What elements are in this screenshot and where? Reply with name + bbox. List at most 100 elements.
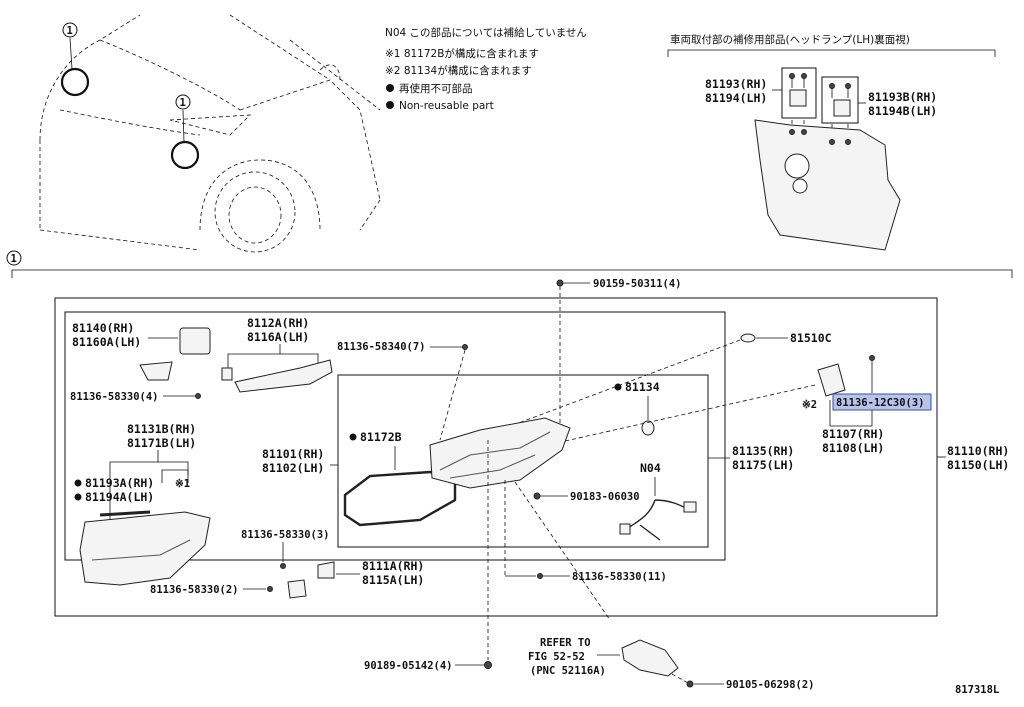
- label-8115a: 8115A(LH): [362, 573, 424, 587]
- part-81134-icon: [641, 420, 655, 436]
- bracket-81193b-icon: [829, 83, 851, 117]
- vehicle-sketch: [39, 14, 381, 253]
- label-81108: 81108(LH): [822, 441, 884, 455]
- part-81110-lens: [429, 417, 571, 489]
- part-n04-harness: [624, 499, 691, 541]
- callout-marker-icon: [175, 94, 191, 110]
- note-kome1: ※1 81172Bが構成に含まれます: [385, 47, 539, 60]
- note-nonreuse-jp: 再使用不可部品: [399, 82, 473, 95]
- inset-title: 車両取付部の補修用部品(ヘッドランプ(LH)裏面視): [670, 33, 910, 46]
- label-90159: 90159-50311(4): [593, 278, 682, 290]
- note-nonreuse-en: Non-reusable part: [399, 100, 494, 112]
- refer-line2: FIG 52-52: [528, 651, 585, 663]
- screw-12c30-icon: [869, 355, 875, 361]
- label-58330-2: 81136-58330(2): [150, 584, 239, 596]
- label-81150: 81150(LH): [947, 458, 1009, 472]
- bracket-box-81193b: [821, 76, 859, 124]
- highlight-12c30[interactable]: [832, 393, 932, 411]
- label-81102: 81102(LH): [262, 461, 324, 475]
- callout-marker-icon: [62, 22, 78, 38]
- assembly-box-housing: [64, 311, 726, 561]
- label-n04: N04: [640, 461, 661, 475]
- label-8112a: 8112A(RH): [247, 316, 309, 330]
- callout-marker-label: 1: [180, 97, 186, 109]
- callout-ring-side: [170, 140, 200, 170]
- label-8111a: 8111A(RH): [362, 559, 424, 573]
- label-81194a: 81194A(LH): [85, 490, 154, 504]
- screw-58330-2-icon: [267, 586, 273, 592]
- main-bracket: [11, 269, 1013, 278]
- refer-line1: REFER TO: [540, 637, 591, 649]
- headlamp-rear-view: [754, 119, 901, 251]
- note-n04: N04 この部品については補給していません: [385, 26, 587, 39]
- label-90183: 90183-06030: [570, 491, 640, 503]
- label-90189: 90189-05142(4): [364, 660, 453, 672]
- part-8116a-icon: [221, 367, 233, 381]
- label-81135: 81135(RH): [732, 444, 794, 458]
- callout-ring-front: [60, 67, 90, 97]
- screw-90105-icon: [686, 680, 694, 688]
- screw-58340-icon: [462, 344, 468, 350]
- label-81134: 81134: [625, 380, 660, 394]
- label-kome2: ※2: [802, 399, 817, 411]
- label-81194b: 81194B(LH): [868, 104, 937, 118]
- non-reusable-dot-icon: [386, 101, 394, 109]
- callout-marker-label: 1: [67, 25, 73, 37]
- label-81171b: 81171B(LH): [127, 436, 196, 450]
- part-8115a-icon: [287, 579, 307, 599]
- part-81107-icon: [817, 363, 846, 397]
- connector-icon: [619, 523, 631, 535]
- label-81110: 81110(RH): [947, 444, 1009, 458]
- non-reusable-dot-icon: [74, 493, 82, 501]
- part-52116a-icon: [621, 639, 679, 677]
- label-90105: 90105-06298(2): [726, 679, 815, 691]
- label-81510c: 81510C: [790, 331, 832, 345]
- non-reusable-dot-icon: [349, 433, 357, 441]
- part-81131b-housing: [79, 511, 211, 586]
- non-reusable-dot-icon: [74, 479, 82, 487]
- screw-90189-icon: [484, 661, 492, 669]
- inset-bracket: [667, 49, 996, 57]
- screw-90183-icon: [533, 492, 541, 500]
- part-81510c-icon: [740, 333, 756, 343]
- callout-marker-icon: [6, 250, 22, 266]
- label-81193: 81193(RH): [705, 77, 767, 91]
- label-58340: 81136-58340(7): [337, 341, 426, 353]
- label-81172b: 81172B: [360, 430, 402, 444]
- label-81107: 81107(RH): [822, 427, 884, 441]
- label-81193b: 81193B(RH): [868, 90, 937, 104]
- label-81131b: 81131B(RH): [127, 422, 196, 436]
- label-12c30[interactable]: 81136-12C30(3): [836, 397, 925, 409]
- connector-icon: [683, 501, 697, 513]
- callout-marker-label: 1: [11, 253, 17, 265]
- label-8116a: 8116A(LH): [247, 330, 309, 344]
- screw-58330-11-icon: [537, 573, 543, 579]
- bracket-81193-icon: [789, 73, 807, 107]
- non-reusable-dot-icon: [386, 84, 394, 92]
- screw-58330-3-icon: [280, 563, 286, 569]
- part-81140-icon: [179, 327, 211, 355]
- lamp-hole: [784, 153, 810, 179]
- label-81140: 81140(RH): [72, 321, 134, 335]
- screw-90159-icon: [556, 279, 564, 287]
- part-81160a-icon: [139, 361, 173, 381]
- screw-58330-4-icon: [195, 393, 201, 399]
- refer-line3: (PNC 52116A): [530, 665, 606, 677]
- part-81172b-gasket: [343, 470, 457, 527]
- label-81194: 81194(LH): [705, 91, 767, 105]
- label-kome1: ※1: [175, 478, 190, 490]
- label-58330-11: 81136-58330(11): [572, 571, 667, 583]
- figure-number: 817318L: [955, 684, 999, 696]
- part-8111a-icon: [317, 561, 335, 579]
- label-81160a: 81160A(LH): [72, 335, 141, 349]
- lamp-hole: [792, 178, 808, 194]
- label-81193a: 81193A(RH): [85, 476, 154, 490]
- label-81101: 81101(RH): [262, 447, 324, 461]
- assembly-box-lens: [337, 374, 709, 548]
- part-8112a-icon: [234, 359, 333, 393]
- note-kome2: ※2 81134が構成に含まれます: [385, 64, 532, 77]
- non-reusable-dot-icon: [614, 383, 622, 391]
- label-58330-3: 81136-58330(3): [241, 529, 330, 541]
